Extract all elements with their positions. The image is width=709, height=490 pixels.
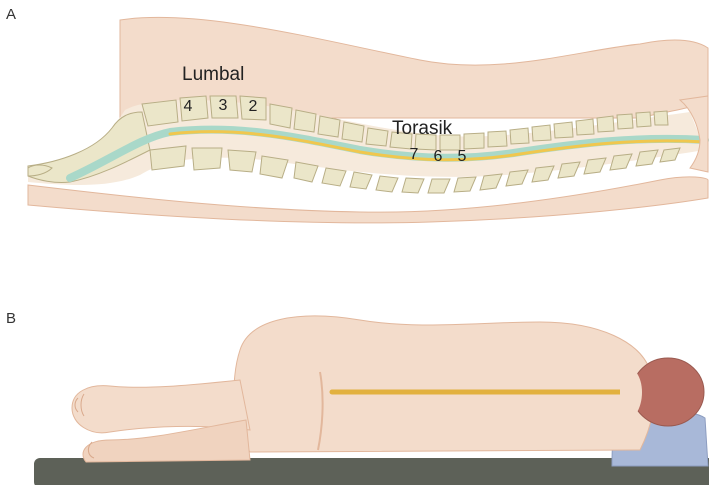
lumbar-vertebra-4: 4 bbox=[178, 98, 198, 116]
head bbox=[632, 358, 704, 426]
panel-b-illustration bbox=[34, 316, 709, 485]
thoracic-vertebra-7: 7 bbox=[404, 146, 424, 164]
torso bbox=[234, 316, 654, 452]
operating-table bbox=[34, 458, 709, 485]
thoracic-vertebra-6: 6 bbox=[428, 148, 448, 166]
lumbar-label: Lumbal bbox=[182, 64, 244, 86]
thoracic-label: Torasik bbox=[392, 118, 452, 140]
panel-b-letter: B bbox=[6, 310, 16, 327]
panel-a-letter: A bbox=[6, 6, 16, 23]
lumbar-vertebra-3: 3 bbox=[213, 97, 233, 115]
lumbar-vertebra-2: 2 bbox=[243, 98, 263, 116]
panel-a-illustration bbox=[28, 17, 708, 223]
neck-b bbox=[620, 372, 642, 414]
thoracic-vertebra-5: 5 bbox=[452, 148, 472, 166]
